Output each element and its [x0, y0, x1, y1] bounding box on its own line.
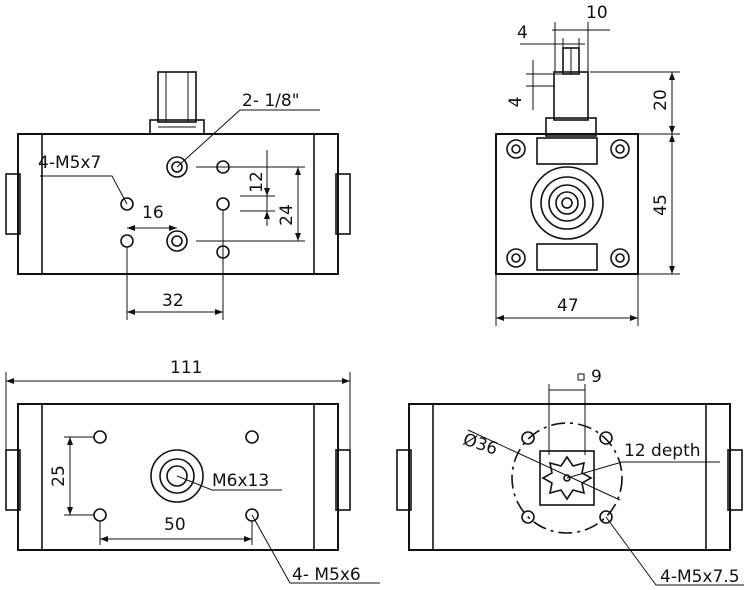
dim-12: 12 — [247, 171, 267, 193]
end-view: 9 Ø36 12 depth 4-M5x7.5 — [396, 367, 744, 587]
central-boss — [530, 166, 604, 240]
left-end-cap — [396, 449, 412, 511]
mounting-hole — [521, 431, 535, 445]
dim-50: 50 — [164, 515, 186, 535]
right-end-cap — [335, 173, 351, 235]
shaft — [553, 71, 589, 121]
right-end-cap — [335, 449, 351, 511]
dim-32: 32 — [162, 291, 184, 311]
end-body — [408, 403, 731, 551]
mounting-hole — [93, 508, 107, 522]
bottom-body — [17, 403, 339, 551]
actuator-body — [17, 133, 339, 275]
port-hole — [166, 156, 188, 178]
lower-slot — [536, 243, 598, 271]
port-label: 2- 1/8" — [242, 91, 300, 111]
left-end-cap — [5, 449, 21, 511]
dim-10: 10 — [586, 3, 608, 23]
pcd-circle — [511, 422, 623, 534]
square-boss — [539, 450, 595, 506]
bottom-view: 111 25 50 M6x13 4- M5x6 — [5, 358, 380, 585]
dim-24: 24 — [277, 204, 297, 226]
mounting-hole — [599, 510, 613, 524]
mounting-hole — [120, 197, 134, 211]
shaft-base — [545, 117, 597, 137]
right-end-cap — [727, 449, 743, 511]
mounting-hole — [521, 510, 535, 524]
indicator-post — [157, 71, 197, 123]
dim-4-top: 4 — [517, 23, 528, 43]
depth-label: 12 depth — [624, 441, 701, 461]
top-view: 2- 1/8" 4-M5x7 16 12 24 32 — [5, 71, 351, 320]
dim-9: 9 — [591, 367, 602, 387]
center-boss — [150, 449, 204, 503]
mounting-hole — [216, 197, 230, 211]
left-end-cap — [5, 173, 21, 235]
side-body — [495, 133, 639, 275]
dim-4-left: 4 — [506, 97, 526, 108]
side-view: 10 4 4 20 45 47 — [495, 3, 680, 326]
dim-111: 111 — [170, 358, 202, 378]
mounting-hole — [120, 234, 134, 248]
mounting-hole — [599, 431, 613, 445]
dim-45: 45 — [651, 194, 671, 216]
holes-label: 4-M5x7.5 — [660, 567, 740, 587]
port-hole — [166, 230, 188, 252]
diameter-label: Ø36 — [460, 430, 499, 460]
star-socket — [541, 455, 593, 501]
holes-label: 4-M5x7 — [38, 153, 101, 173]
holes-label: 4- M5x6 — [292, 565, 361, 585]
mounting-hole — [93, 430, 107, 444]
dim-16: 16 — [142, 203, 164, 223]
corner-bolts — [506, 139, 630, 268]
mounting-hole — [245, 430, 259, 444]
dim-47: 47 — [557, 296, 579, 316]
upper-slot — [536, 137, 598, 165]
dim-20: 20 — [651, 89, 671, 111]
dim-25: 25 — [49, 465, 69, 487]
center-thread-label: M6x13 — [212, 471, 269, 491]
